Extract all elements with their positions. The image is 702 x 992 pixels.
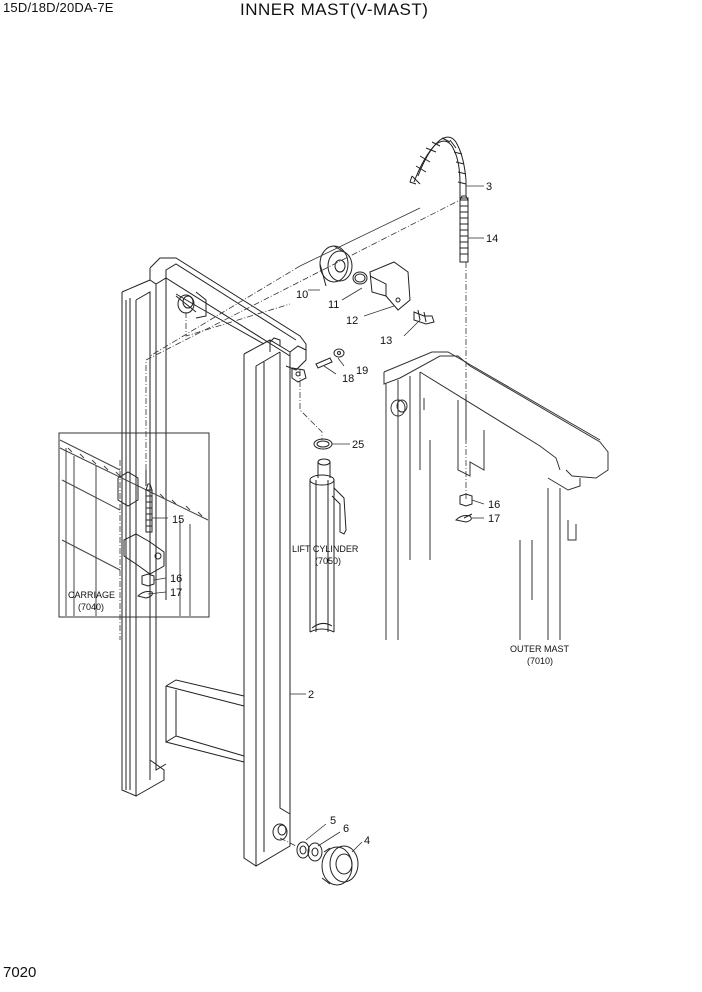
- lift-chain-part-3: [410, 137, 466, 198]
- carriage-label: CARRIAGE: [68, 590, 115, 600]
- outer-mast: [384, 352, 608, 640]
- lift-cylinder-label: LIFT CYLINDER: [292, 544, 359, 554]
- callout-3: 3: [486, 181, 492, 193]
- chain-sheave-part-10: [320, 246, 352, 286]
- anchor-bolt-part-14: [460, 196, 468, 262]
- callout-13: 13: [380, 335, 392, 347]
- outer-mast-label: OUTER MAST: [510, 644, 570, 654]
- callout-11: 11: [328, 299, 339, 311]
- page-number: 7020: [3, 964, 37, 981]
- shim-part-6: [308, 843, 322, 861]
- callout-10: 10: [296, 289, 308, 301]
- callout-2: 2: [308, 689, 314, 701]
- callout-16-carriage: 16: [170, 573, 182, 585]
- callout-5: 5: [330, 815, 336, 827]
- split-pin-part-17-right: [456, 514, 472, 522]
- pin-part-18: [316, 358, 332, 368]
- page-title: INNER MAST(V-MAST): [240, 0, 429, 19]
- roller-bearing-part-4: [322, 846, 358, 885]
- lift-cylinder-code: (7050): [315, 556, 341, 566]
- model-code: 15D/18D/20DA-7E: [3, 0, 114, 15]
- lift-cylinder: [310, 459, 346, 632]
- callout-19: 19: [356, 365, 368, 377]
- shim-part-5: [297, 842, 309, 858]
- callout-labels: 3 14 10 11 12 13 19 18 25 15 16 17 16 17…: [68, 181, 570, 847]
- callout-15: 15: [172, 514, 184, 526]
- snap-ring-part-11: [353, 272, 367, 284]
- carriage-code: (7040): [78, 602, 104, 612]
- callout-16-mast: 16: [488, 499, 500, 511]
- o-ring-part-25: [314, 439, 332, 449]
- inner-mast-frame: [122, 258, 306, 866]
- callout-18: 18: [342, 373, 354, 385]
- callout-6: 6: [343, 823, 349, 835]
- callout-25: 25: [352, 439, 364, 451]
- callout-14: 14: [486, 233, 498, 245]
- callout-12: 12: [346, 315, 358, 327]
- callout-4: 4: [364, 835, 370, 847]
- carriage-detail-inset: [59, 433, 209, 617]
- nut-part-19: [334, 349, 344, 357]
- callout-17-carriage: 17: [170, 587, 182, 599]
- outer-mast-code: (7010): [527, 656, 553, 666]
- sheave-bracket-part-12: [370, 262, 410, 310]
- leader-lines: [120, 186, 484, 852]
- callout-17-mast: 17: [488, 513, 500, 525]
- bolt-part-13: [414, 310, 434, 324]
